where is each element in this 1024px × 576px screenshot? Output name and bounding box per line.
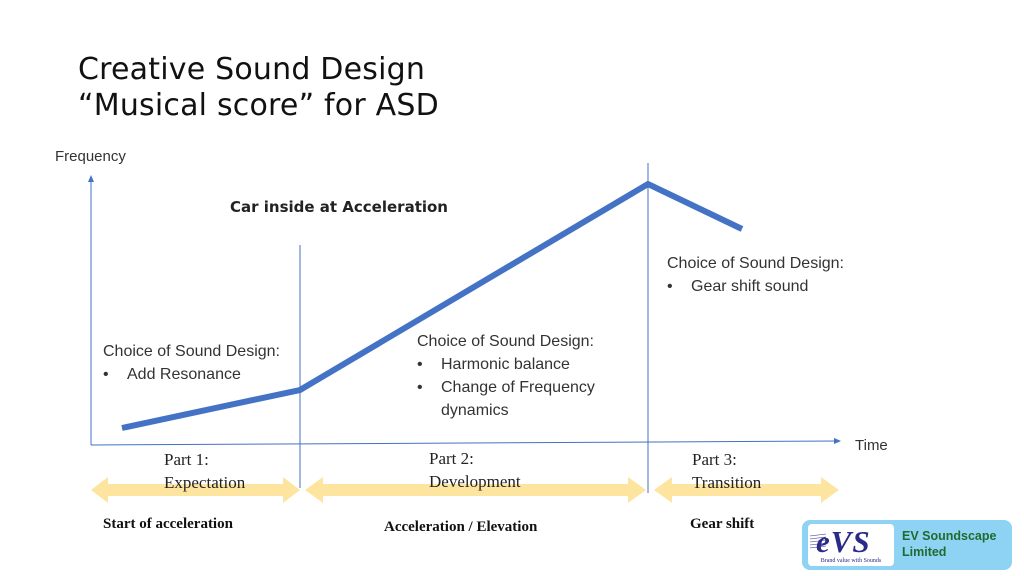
part-name: Transition bbox=[692, 473, 762, 492]
choice-heading: Choice of Sound Design: bbox=[417, 333, 594, 350]
choice-heading: Choice of Sound Design: bbox=[667, 255, 844, 272]
choice-bullet: Add Resonance bbox=[103, 363, 280, 386]
company-name-line-1: EV Soundscape bbox=[902, 529, 997, 543]
choice-part2: Choice of Sound Design: Harmonic balance… bbox=[417, 330, 632, 422]
x-axis-label: Time bbox=[855, 437, 888, 454]
arrow-part2 bbox=[305, 477, 646, 503]
logo-tagline: Brand value with Sounds bbox=[820, 558, 882, 564]
choice-bullet: Gear shift sound bbox=[667, 275, 844, 298]
diagram-subtitle: Car inside at Acceleration bbox=[230, 198, 448, 216]
phase-label-3: Gear shift bbox=[690, 516, 755, 532]
part-number: Part 3: bbox=[692, 450, 737, 469]
y-axis-label: Frequency bbox=[55, 148, 126, 165]
phase-label-1: Start of acceleration bbox=[103, 516, 233, 532]
choice-heading: Choice of Sound Design: bbox=[103, 343, 280, 360]
frequency-curve bbox=[121, 180, 744, 431]
choice-part3: Choice of Sound Design: Gear shift sound bbox=[667, 252, 844, 298]
phase-label-2: Acceleration / Elevation bbox=[384, 519, 538, 535]
choice-bullet: Change of Frequency dynamics bbox=[417, 376, 611, 422]
company-logo: eVS Brand value with Sounds EV Soundscap… bbox=[802, 520, 1012, 570]
choice-bullet: Harmonic balance bbox=[417, 353, 632, 376]
part-2-label: Part 2: Development bbox=[429, 447, 521, 493]
part-1-label: Part 1: Expectation bbox=[164, 448, 245, 494]
slide-title: Creative Sound Design “Musical score” fo… bbox=[78, 52, 439, 124]
company-name-line-2: Limited bbox=[902, 545, 947, 559]
evs-logo-mark: eVS Brand value with Sounds bbox=[808, 524, 894, 566]
part-name: Expectation bbox=[164, 473, 246, 492]
title-line-1: Creative Sound Design bbox=[78, 52, 426, 87]
part-3-label: Part 3: Transition bbox=[692, 448, 761, 494]
choice-part1: Choice of Sound Design: Add Resonance bbox=[103, 340, 280, 386]
music-staff-icon bbox=[809, 533, 827, 549]
x-axis bbox=[90, 438, 841, 446]
part-name: Development bbox=[429, 472, 521, 491]
part-number: Part 1: bbox=[164, 450, 209, 469]
company-name: EV Soundscape Limited bbox=[902, 528, 996, 560]
arrow-part1 bbox=[91, 477, 300, 503]
title-line-2: “Musical score” for ASD bbox=[78, 88, 439, 123]
part-number: Part 2: bbox=[429, 449, 474, 468]
arrow-part3 bbox=[654, 477, 839, 503]
logo-evs-text: eVS bbox=[816, 524, 871, 559]
